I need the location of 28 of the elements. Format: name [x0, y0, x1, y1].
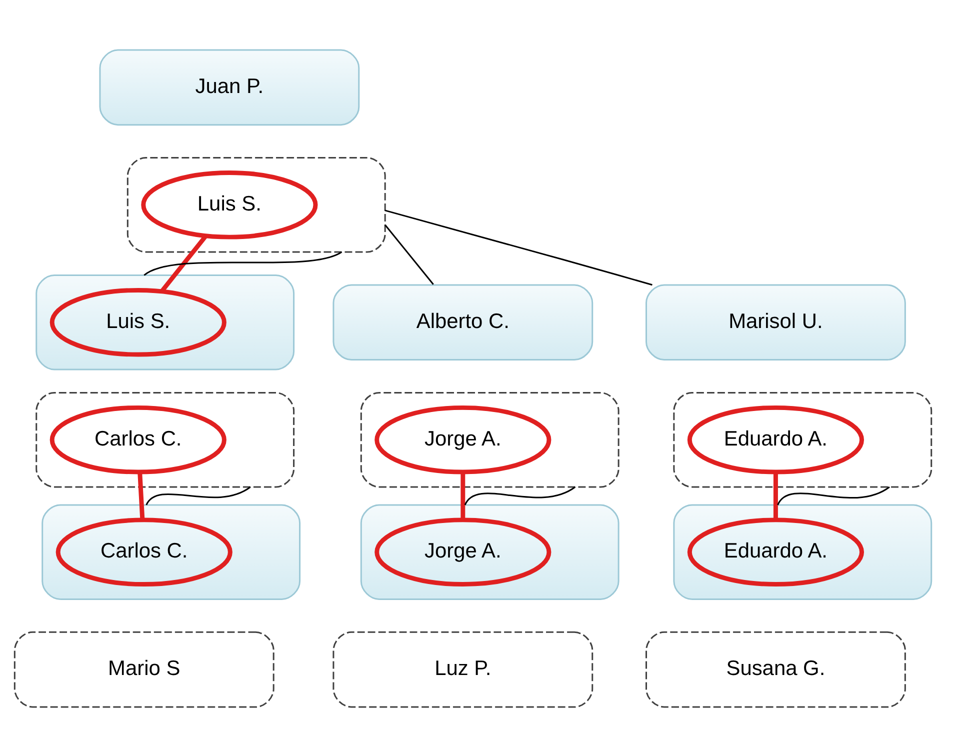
node-ellipse: Jorge A.	[374, 517, 552, 586]
node-ellipse: Luis S.	[141, 170, 318, 239]
cluster	[673, 391, 932, 488]
connector	[144, 250, 342, 276]
node-box: Mario S	[14, 630, 274, 708]
cluster	[673, 504, 932, 600]
connector	[384, 224, 434, 284]
node-box: Alberto C.	[332, 284, 594, 360]
cluster	[360, 391, 620, 488]
cluster	[360, 504, 620, 600]
connector	[460, 472, 466, 520]
cluster	[126, 156, 386, 252]
node-ellipse: Jorge A.	[374, 404, 552, 474]
cluster	[36, 274, 295, 370]
node-box: Susana G.	[646, 630, 906, 708]
node-ellipse: Carlos C.	[50, 404, 226, 474]
cluster	[42, 504, 301, 600]
connector	[138, 472, 145, 520]
node-ellipse: Carlos C.	[56, 517, 232, 586]
node-ellipse: Eduardo A.	[687, 517, 864, 586]
node-box: Marisol U.	[646, 284, 906, 360]
node-box: Luz P.	[332, 630, 594, 708]
node-ellipse: Eduardo A.	[687, 404, 864, 474]
connector	[384, 209, 652, 286]
cluster	[36, 391, 295, 488]
node-box: Juan P.	[99, 48, 360, 126]
node-ellipse: Luis S.	[50, 287, 226, 356]
connector	[773, 472, 778, 520]
